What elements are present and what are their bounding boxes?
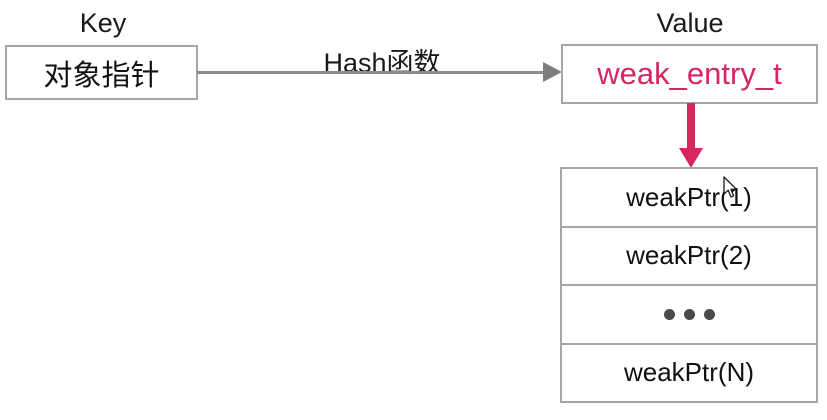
table-row: weakPtr(N) <box>562 345 816 402</box>
hash-edge-label: Hash函数 <box>323 48 441 78</box>
hash-edge-line <box>197 71 549 74</box>
value-box-label: weak_entry_t <box>597 56 782 91</box>
table-row: weakPtr(2) <box>562 228 816 286</box>
value-box: weak_entry_t <box>561 44 818 104</box>
entry-edge-line <box>687 103 695 155</box>
table-row-label: weakPtr(N) <box>623 357 754 388</box>
key-caption: Key <box>79 8 127 38</box>
weak-pointer-table: weakPtr(1) weakPtr(2) weakPtr(N) <box>560 167 818 403</box>
arrow-down-icon <box>679 148 703 168</box>
key-box-label: 对象指针 <box>43 59 160 92</box>
key-box: 对象指针 <box>5 45 198 100</box>
table-row-label: weakPtr(2) <box>626 240 752 271</box>
table-row: weakPtr(1) <box>562 169 816 228</box>
table-row-label: weakPtr(1) <box>626 181 752 212</box>
arrow-right-icon <box>543 62 562 82</box>
table-row-ellipsis <box>562 286 816 345</box>
value-caption: Value <box>656 8 724 38</box>
ellipsis-icon <box>663 308 715 320</box>
